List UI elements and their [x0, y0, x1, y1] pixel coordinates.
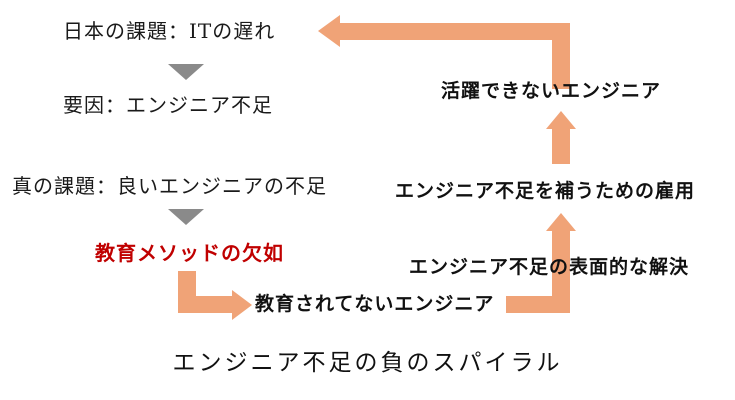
node-superficial-solution: エンジニア不足の表面的な解決	[409, 256, 690, 278]
down-triangle-icon-2	[168, 209, 204, 225]
top-feedback-arrowhead-icon	[318, 15, 340, 47]
bottom-right-arrow-vertical-segment	[552, 229, 570, 313]
top-feedback-arrow-vertical-segment	[552, 23, 570, 89]
right-up-arrow-shaft	[552, 127, 570, 164]
bottom-left-arrowhead-icon	[232, 290, 252, 320]
right-up-arrowhead-icon	[546, 111, 576, 129]
bottom-left-arrow-horizontal-segment	[178, 296, 232, 313]
diagram-caption: エンジニア不足の負のスパイラル	[172, 350, 563, 376]
node-untrained-engineers: 教育されてないエンジニア	[255, 293, 495, 315]
node-cause: 要因：エンジニア不足	[63, 93, 273, 117]
node-inactive-engineers: 活躍できないエンジニア	[441, 80, 662, 102]
top-feedback-arrow-horizontal-segment	[339, 23, 570, 40]
node-lack-of-education-method: 教育メソッドの欠如	[95, 241, 284, 265]
node-japan-issue: 日本の課題：ITの遅れ	[63, 19, 276, 43]
node-compensating-hiring: エンジニア不足を補うための雇用	[395, 180, 696, 202]
bottom-right-arrow-horizontal-segment	[506, 296, 570, 313]
bottom-right-arrowhead-icon	[546, 213, 576, 231]
node-true-issue: 真の課題：良いエンジニアの不足	[12, 174, 327, 198]
down-triangle-icon-1	[168, 64, 204, 80]
